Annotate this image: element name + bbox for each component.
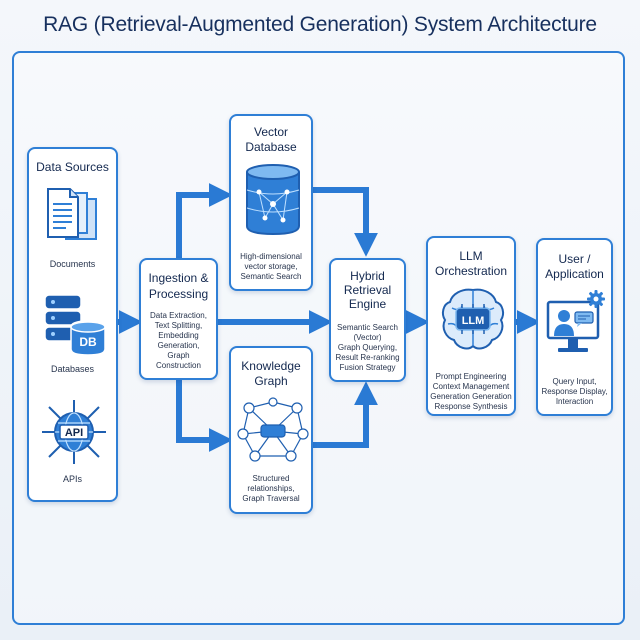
user-application-card: User / Application Query Input, Response… bbox=[536, 238, 613, 416]
llm-desc-4: Response Synthesis bbox=[434, 402, 508, 411]
diagram-title: RAG (Retrieval-Augmented Generation) Sys… bbox=[43, 13, 597, 36]
llm-desc-1: Prompt Engineering bbox=[435, 372, 507, 381]
ingestion-desc-3: Embedding bbox=[158, 331, 199, 340]
documents-icon bbox=[47, 188, 97, 240]
knowledge-graph-card: Knowledge Graph Structured relationships… bbox=[229, 346, 313, 514]
vector-db-desc-2: vector storage, bbox=[244, 262, 298, 271]
arrow-graph-to-hybrid bbox=[313, 381, 378, 448]
llm-orchestration-card: LLM Orchestration LLM Prompt Engineering… bbox=[426, 236, 516, 416]
knowledge-graph-desc-2: relationships, bbox=[247, 484, 295, 493]
knowledge-graph-desc-3: Graph Traversal bbox=[242, 494, 300, 503]
databases-icon: DB bbox=[44, 294, 106, 356]
ingestion-desc-2: Text Splitting, bbox=[154, 321, 203, 330]
databases-label: Databases bbox=[50, 364, 95, 374]
hybrid-desc-2: (Vector) bbox=[353, 333, 382, 342]
ingestion-heading-line1: Ingestion & bbox=[148, 271, 209, 285]
user-desc-2: Response Display, bbox=[541, 387, 608, 396]
hybrid-desc-1: Semantic Search bbox=[337, 323, 398, 332]
vector-database-icon bbox=[246, 164, 300, 236]
ingestion-desc-6: Construction bbox=[156, 361, 201, 370]
vector-db-heading-line2: Database bbox=[245, 140, 297, 154]
ingestion-heading-line2: Processing bbox=[148, 287, 209, 301]
user-heading-line1: User / bbox=[558, 252, 591, 266]
vector-db-heading-line1: Vector bbox=[253, 125, 289, 139]
llm-heading-line1: LLM bbox=[459, 249, 483, 263]
apis-label: APIs bbox=[62, 474, 82, 484]
knowledge-graph-icon bbox=[237, 397, 309, 462]
hybrid-desc-5: Fusion Strategy bbox=[339, 363, 396, 372]
api-badge-text: API bbox=[65, 427, 83, 439]
ingestion-desc-5: Graph bbox=[167, 351, 190, 360]
documents-label: Documents bbox=[49, 259, 96, 269]
hybrid-retrieval-card: Hybrid Retrieval Engine Semantic Search … bbox=[329, 258, 406, 382]
knowledge-graph-heading-line1: Knowledge bbox=[241, 359, 301, 373]
db-badge-text: DB bbox=[79, 335, 97, 349]
llm-heading-line2: Orchestration bbox=[434, 264, 508, 278]
hybrid-heading-line2: Retrieval bbox=[343, 283, 392, 297]
hybrid-desc-4: Result Re-ranking bbox=[335, 353, 400, 362]
user-desc-1: Query Input, bbox=[552, 377, 597, 386]
hybrid-heading-line1: Hybrid bbox=[350, 269, 385, 283]
knowledge-graph-heading-line2: Graph bbox=[254, 374, 288, 388]
llm-desc-2: Context Management bbox=[432, 382, 510, 391]
hybrid-desc-3: Graph Querying, bbox=[337, 343, 398, 352]
user-desc-3: Interaction bbox=[555, 397, 594, 406]
ingestion-desc-4: Generation, bbox=[157, 341, 200, 350]
arrow-ingestion-to-graph bbox=[176, 380, 233, 452]
knowledge-graph-desc-1: Structured bbox=[252, 474, 290, 483]
data-sources-heading: Data Sources bbox=[36, 160, 109, 174]
user-heading-line2: Application bbox=[545, 267, 604, 281]
hybrid-heading-line3: Engine bbox=[348, 297, 387, 311]
arrow-ingestion-to-vector bbox=[176, 183, 233, 258]
llm-chip-text: LLM bbox=[462, 315, 485, 327]
gear-icon bbox=[587, 290, 605, 308]
llm-brain-icon: LLM bbox=[441, 288, 505, 350]
ingestion-card: Ingestion & Processing Data Extraction, … bbox=[139, 258, 218, 380]
vector-database-card: Vector Database High-dimensional vector … bbox=[229, 114, 313, 291]
ingestion-desc-1: Data Extraction, bbox=[150, 311, 207, 320]
vector-db-desc-1: High-dimensional bbox=[240, 252, 302, 261]
arrow-vector-to-hybrid bbox=[313, 187, 378, 257]
api-globe-icon: API bbox=[42, 400, 106, 464]
vector-db-desc-3: Semantic Search bbox=[240, 272, 302, 281]
llm-desc-3: Generation Generation bbox=[430, 392, 512, 401]
data-sources-card: Data Sources Documents DB Databases bbox=[27, 147, 118, 502]
user-monitor-icon bbox=[546, 290, 605, 352]
